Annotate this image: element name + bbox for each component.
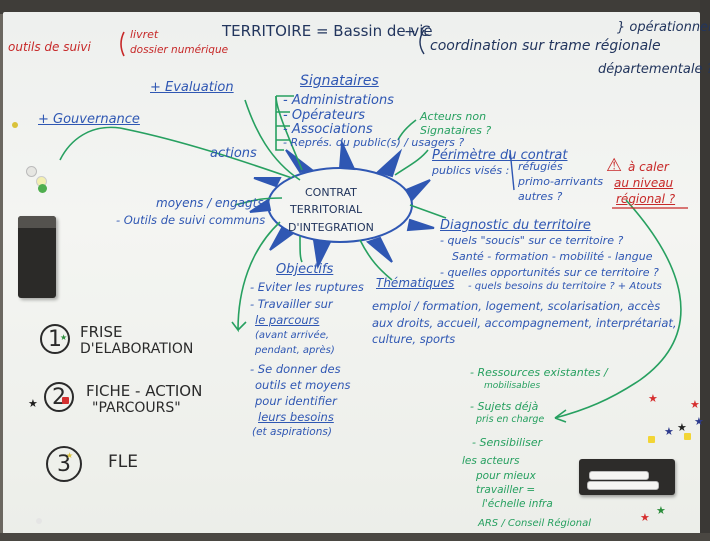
perimetre-title: Périmètre du contrat xyxy=(432,148,568,163)
magnet-white[interactable] xyxy=(26,166,37,177)
magnet-yellow[interactable] xyxy=(684,433,691,440)
territoire-title: TERRITOIRE = Bassin de vie xyxy=(222,22,433,40)
diagnostic-item: - quelles opportunités sur ce territoire… xyxy=(440,266,659,279)
alert-line2: au niveau xyxy=(614,176,674,190)
outils-suivi-label: outils de suivi xyxy=(8,40,91,54)
objectifs-item: - Se donner des xyxy=(250,362,341,376)
star-magnet-icon[interactable]: ★ xyxy=(690,398,700,411)
signataires-item: - Opérateurs xyxy=(283,108,366,123)
green-note: - Sujets déjà xyxy=(470,400,539,413)
alert-line1: à caler xyxy=(628,160,669,174)
coordination-text: coordination sur trame régionale xyxy=(430,38,661,54)
acteurs-non-label: Acteurs non xyxy=(420,110,487,123)
perimetre-item: réfugiés xyxy=(518,160,563,173)
step-number-circle: 1 xyxy=(40,324,70,354)
whiteboard-eraser[interactable] xyxy=(18,216,56,298)
magnet-green[interactable] xyxy=(38,184,47,193)
star-magnet-icon[interactable]: ★ xyxy=(66,451,74,460)
outils-communs-label: - Outils de suivi communs xyxy=(116,213,266,227)
green-note: - Sensibiliser xyxy=(472,436,543,449)
objectifs-item: outils et moyens xyxy=(255,378,351,392)
green-note: les acteurs xyxy=(462,455,520,467)
thematiques-title: Thématiques xyxy=(376,276,455,290)
step-title: FRISE xyxy=(80,323,123,341)
objectifs-item: pour identifier xyxy=(255,394,337,408)
whiteboard-frame-bottom xyxy=(0,533,710,541)
signataires-item: - Administrations xyxy=(283,93,394,108)
signataires-item: - Représ. du public(s) / usagers ? xyxy=(283,136,465,149)
green-note: mobilisables xyxy=(484,381,541,391)
operationnel-text: } opérationnel xyxy=(617,20,710,35)
thematiques-line2: aux droits, accueil, accompagnement, int… xyxy=(372,316,677,330)
step-subtitle: "PARCOURS" xyxy=(92,400,181,416)
star-magnet-icon[interactable]: ★ xyxy=(656,504,666,517)
step-number-circle: 3 xyxy=(46,446,82,482)
publics-label: publics visés : xyxy=(432,164,510,177)
whiteboard-frame-top xyxy=(0,0,710,14)
objectifs-item: - Eviter les ruptures xyxy=(250,280,364,294)
objectifs-item: - Travailler sur xyxy=(250,297,333,311)
center-line3: D'INTEGRATION xyxy=(288,221,374,234)
marker-pen[interactable] xyxy=(589,471,649,480)
star-magnet-icon[interactable]: ★ xyxy=(640,511,650,524)
evaluation-label: + Evaluation xyxy=(150,80,234,95)
signataires-item: - Associations xyxy=(283,122,373,137)
star-magnet-icon[interactable]: ★ xyxy=(28,397,38,410)
gouvernance-label: + Gouvernance xyxy=(38,112,140,127)
green-note: l'échelle infra xyxy=(482,498,553,510)
magnet-red[interactable] xyxy=(62,397,69,404)
green-note: travailler = xyxy=(476,484,536,496)
magnet-yellow[interactable] xyxy=(648,436,655,443)
diagnostic-item: - quels besoins du territoire ? + Atouts xyxy=(468,281,662,292)
magnet-white[interactable] xyxy=(36,518,42,524)
perimetre-item: autres ? xyxy=(518,190,563,203)
step-subtitle: D'ELABORATION xyxy=(80,341,194,357)
alert-line3: régional ? xyxy=(616,192,676,206)
coordination-prefix: + C xyxy=(404,24,430,40)
green-note: - Ressources existantes / xyxy=(470,366,608,379)
outils-suivi-dossier: dossier numérique xyxy=(130,44,229,56)
wall-edge xyxy=(700,0,710,541)
step-title: FLE xyxy=(108,452,138,472)
marker-tray xyxy=(579,459,675,495)
actions-label: actions xyxy=(210,146,257,161)
star-magnet-icon[interactable]: ★ xyxy=(677,421,687,434)
objectifs-item: (avant arrivée, xyxy=(255,330,330,341)
objectifs-item: pendant, après) xyxy=(255,345,335,356)
center-line2: TERRITORIAL xyxy=(290,203,363,216)
objectifs-item: leurs besoins xyxy=(258,410,334,424)
diagnostic-title: Diagnostic du territoire xyxy=(440,218,591,233)
diagnostic-item: - quels "soucis" sur ce territoire ? xyxy=(440,234,624,247)
outils-suivi-livret: livret xyxy=(130,28,159,41)
green-note: pris en charge xyxy=(476,414,545,425)
thematiques-line3: culture, sports xyxy=(372,332,456,346)
warning-icon: ⚠ xyxy=(606,155,623,176)
star-magnet-icon[interactable]: ★ xyxy=(60,333,68,342)
objectifs-item: (et aspirations) xyxy=(252,426,332,438)
marker-pen[interactable] xyxy=(587,481,659,490)
moyens-label: moyens / engagts xyxy=(156,196,264,210)
objectifs-item: le parcours xyxy=(255,313,320,327)
diagnostic-item: Santé - formation - mobilité - langue xyxy=(452,250,653,263)
signataires-title: Signataires xyxy=(300,73,379,89)
star-magnet-icon[interactable]: ★ xyxy=(664,425,674,438)
perimetre-item: primo-arrivants xyxy=(518,175,604,188)
step-number-circle: 2 xyxy=(44,382,74,412)
star-magnet-icon[interactable]: ★ xyxy=(694,415,704,428)
star-magnet-icon[interactable]: ★ xyxy=(648,392,658,405)
objectifs-title: Objectifs xyxy=(276,262,334,277)
thematiques-line1: emploi / formation, logement, scolarisat… xyxy=(372,299,661,313)
magnet-yellow[interactable] xyxy=(12,122,18,128)
center-line1: CONTRAT xyxy=(305,186,357,199)
green-note: ARS / Conseil Régional xyxy=(478,518,591,529)
step-title: FICHE - ACTION xyxy=(86,382,203,400)
green-note: pour mieux xyxy=(476,470,536,482)
departementale-text: départementale ? xyxy=(598,62,710,77)
acteurs-signataires-label: Signataires ? xyxy=(420,124,492,137)
